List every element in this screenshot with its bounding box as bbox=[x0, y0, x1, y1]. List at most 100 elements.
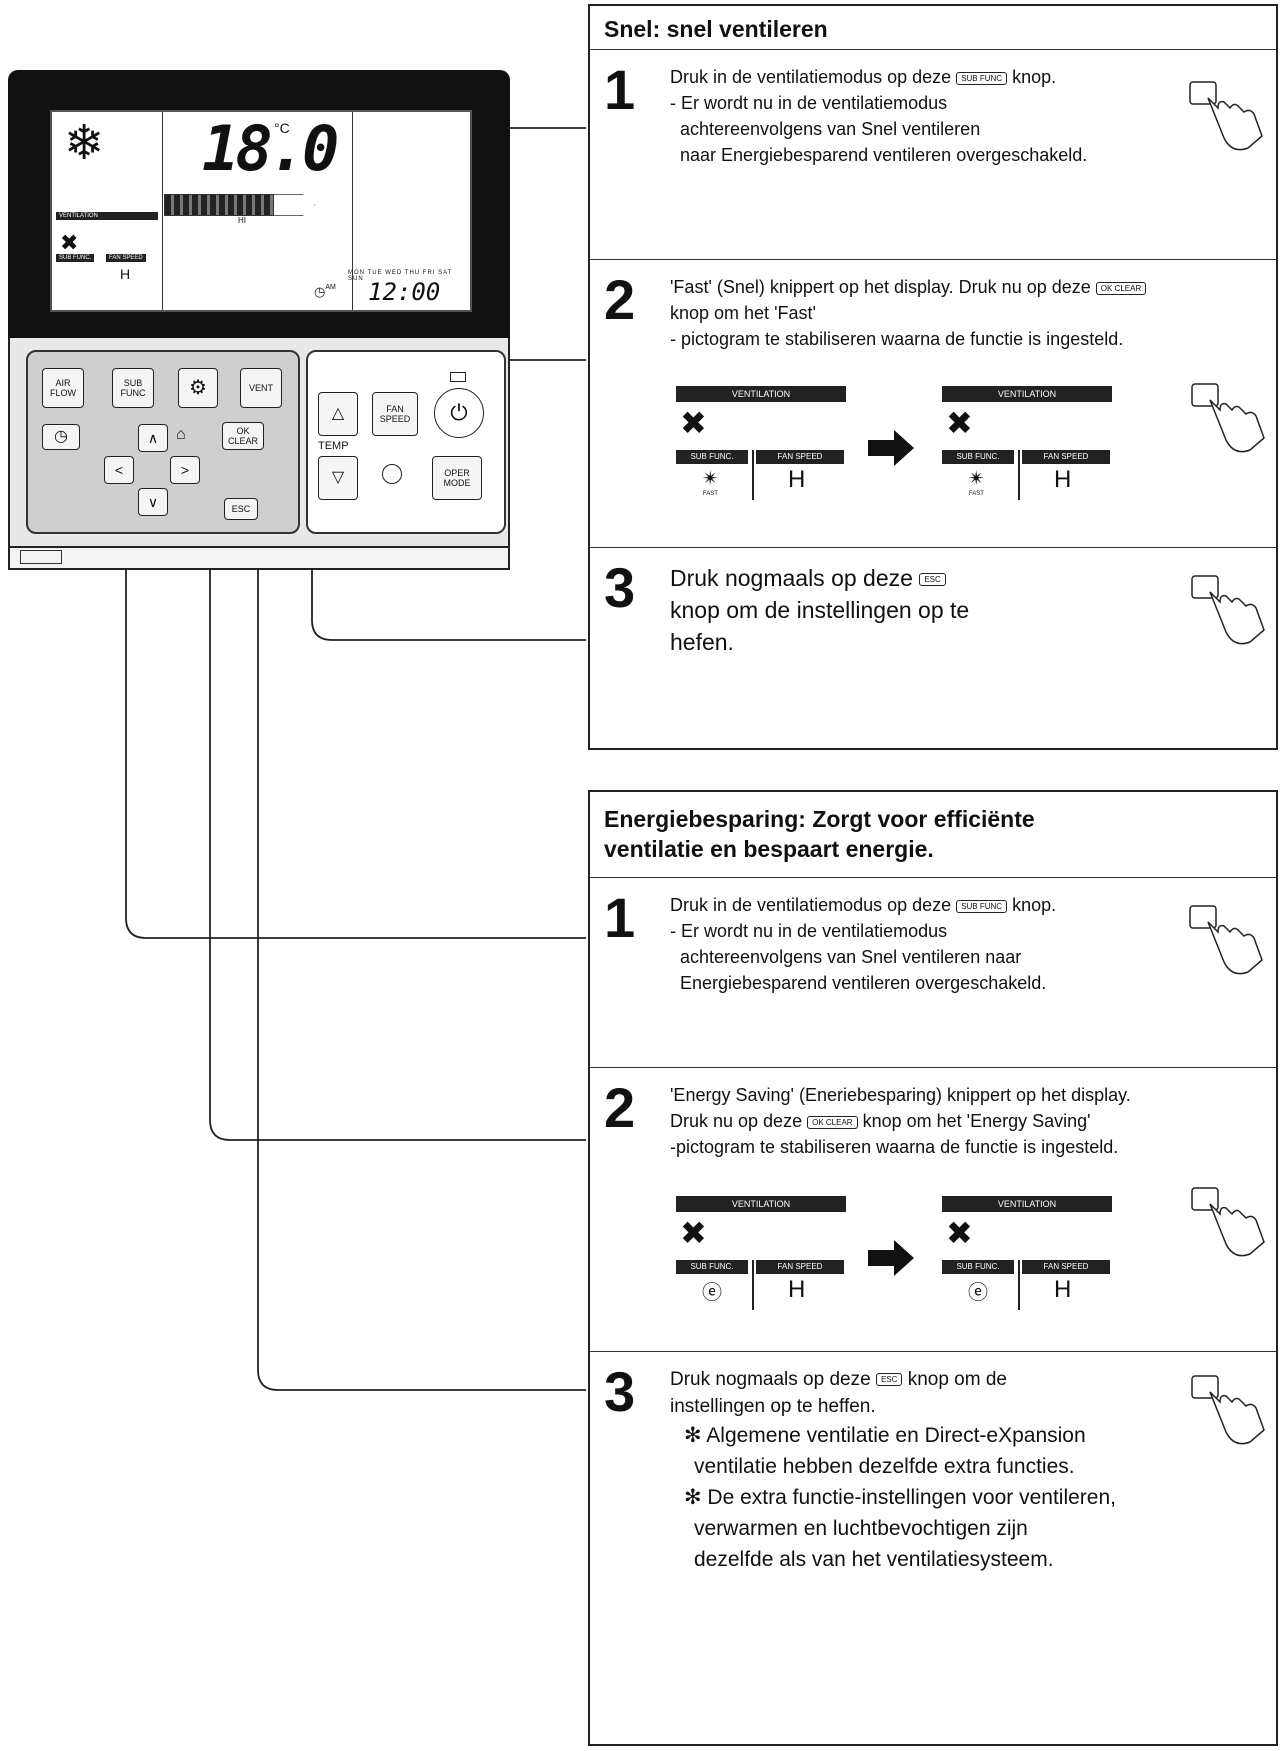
display-before: VENTILATION ✖ SUB FUNC. FAN SPEED ✴FAST … bbox=[676, 386, 846, 504]
step-number: 2 bbox=[604, 1076, 636, 1139]
lcd-cell-middle bbox=[162, 112, 353, 310]
sub-func-bar: SUB FUNC. bbox=[676, 1260, 748, 1274]
esc-mini-button: ESC bbox=[875, 1373, 903, 1387]
energy-step-3: 3 Druk nogmaals op deze ESC knop om de i… bbox=[590, 1352, 1276, 1744]
fan-speed-bar: FAN SPEED bbox=[756, 1260, 844, 1274]
step-line: knop. bbox=[1012, 895, 1057, 915]
divider bbox=[1018, 1260, 1020, 1310]
fast-icon: ✴FAST bbox=[968, 468, 985, 497]
section-title: Energiebesparing: Zorgt voor efficiënte … bbox=[590, 792, 1276, 878]
step-number: 1 bbox=[604, 886, 636, 949]
snowflake-icon: ❄ bbox=[64, 117, 105, 170]
fan-icon: ✖ bbox=[680, 405, 707, 441]
temp-label: TEMP bbox=[318, 440, 349, 452]
hand-press-icon bbox=[1191, 383, 1265, 453]
step-line: - pictogram te stabiliseren waarna de fu… bbox=[670, 329, 1124, 349]
timer-clock-button[interactable]: ◷ bbox=[42, 424, 80, 450]
arrow-right-icon bbox=[868, 430, 914, 466]
step-text: 'Fast' (Snel) knippert op het display. D… bbox=[670, 274, 1147, 352]
section-energy-saving: Energiebesparing: Zorgt voor efficiënte … bbox=[588, 790, 1278, 1746]
fan-speed-bar: FAN SPEED bbox=[1022, 450, 1110, 464]
clock-icon: ◷AM bbox=[314, 284, 336, 299]
remote-foot-notch bbox=[20, 550, 62, 564]
energy-step-2: 2 'Energy Saving' (Eneriebesparing) knip… bbox=[590, 1068, 1276, 1352]
note-line: verwarmen en luchtbevochtigen zijn bbox=[694, 1517, 1028, 1540]
remote-controller: ❄ 18.0 °C HI VENTILATION ✖ SUB FUNC. FAN… bbox=[8, 70, 510, 570]
ventilation-bar: VENTILATION bbox=[676, 386, 846, 402]
fan-speed-value: H bbox=[788, 466, 806, 493]
step-text: Druk in de ventilatiemodus op deze SUB F… bbox=[670, 64, 1087, 168]
sub-func-mini-button: SUB FUNC bbox=[956, 71, 1008, 85]
sub-func-bar: SUB FUNC. bbox=[942, 450, 1014, 464]
hand-press-icon bbox=[1189, 905, 1263, 975]
step-line: - Er wordt nu in de ventilatiemodus bbox=[670, 93, 948, 113]
air-flow-button[interactable]: AIR FLOW bbox=[42, 368, 84, 408]
step-text: Druk nogmaals op deze ESC knop om de ins… bbox=[670, 562, 969, 658]
fast-step-2: 2 'Fast' (Snel) knippert op het display.… bbox=[590, 260, 1276, 548]
step-line: knop om het 'Fast' bbox=[670, 303, 816, 323]
esc-button[interactable]: ESC bbox=[224, 498, 258, 520]
energy-saving-icon: ⓔ bbox=[968, 1282, 988, 1304]
step-line: knop. bbox=[1012, 67, 1057, 87]
gear-icon[interactable]: ⚙ bbox=[178, 368, 218, 408]
energy-saving-icon: ⓔ bbox=[702, 1282, 722, 1304]
vent-button[interactable]: VENT bbox=[240, 368, 282, 408]
step-line: knop om de instellingen op te bbox=[670, 597, 970, 623]
fan-speed-button[interactable]: FAN SPEED bbox=[372, 392, 418, 436]
lcd-time: 12:00 bbox=[368, 278, 441, 306]
step-number: 3 bbox=[604, 1360, 636, 1423]
fast-icon-blinking: ✴FAST bbox=[702, 468, 719, 497]
temp-up-button[interactable]: △ bbox=[318, 392, 358, 436]
lcd-fan-level-tip bbox=[274, 194, 315, 216]
step-line: 'Fast' (Snel) knippert op het display. D… bbox=[670, 277, 1091, 297]
left-arrow-button[interactable]: < bbox=[104, 456, 134, 484]
temp-down-button[interactable]: ▽ bbox=[318, 456, 358, 500]
step-line: achtereenvolgens van Snel ventileren naa… bbox=[680, 947, 1022, 967]
fan-speed-bar: FAN SPEED bbox=[756, 450, 844, 464]
arrow-right-icon bbox=[868, 1240, 914, 1276]
remote-foot bbox=[10, 546, 508, 568]
step-line: achtereenvolgens van Snel ventileren bbox=[680, 119, 981, 139]
sub-func-mini-button: SUB FUNC bbox=[956, 899, 1008, 913]
fan-icon: ✖ bbox=[680, 1215, 707, 1251]
lcd-days: MON TUE WED THU FRI SAT SUN bbox=[348, 270, 453, 282]
section-title-line: ventilatie en bespaart energie. bbox=[604, 836, 934, 862]
fan-speed-value: H bbox=[1054, 466, 1072, 493]
hand-press-icon bbox=[1191, 1187, 1265, 1257]
reset-dot-button[interactable] bbox=[382, 464, 402, 484]
down-arrow-button[interactable]: ∨ bbox=[138, 488, 168, 516]
lcd-ventilation-tag: VENTILATION bbox=[56, 212, 158, 220]
lcd-unit: °C bbox=[274, 120, 290, 136]
right-arrow-button[interactable]: > bbox=[170, 456, 200, 484]
step-line: Druk in de ventilatiemodus op deze bbox=[670, 67, 952, 87]
energy-step-1: 1 Druk in de ventilatiemodus op deze SUB… bbox=[590, 878, 1276, 1068]
ok-clear-mini-button: OK CLEAR bbox=[807, 1115, 858, 1129]
section-title: Snel: snel ventileren bbox=[590, 6, 1276, 50]
step-line: Druk nogmaals op deze bbox=[670, 1369, 871, 1390]
fan-speed-bar: FAN SPEED bbox=[1022, 1260, 1110, 1274]
fast-label: FAST bbox=[968, 491, 984, 497]
sub-func-button[interactable]: SUB FUNC bbox=[112, 368, 154, 408]
button-pad-right: △ TEMP ▽ FAN SPEED ⏻ OPER MODE bbox=[306, 350, 506, 534]
step-line: -pictogram te stabiliseren waarna de fun… bbox=[670, 1137, 1119, 1157]
step-line: Druk nu op deze bbox=[670, 1111, 803, 1131]
fast-step-1: 1 Druk in de ventilatiemodus op deze SUB… bbox=[590, 50, 1276, 260]
step-number: 3 bbox=[604, 556, 636, 619]
ok-clear-button[interactable]: OK CLEAR bbox=[222, 422, 264, 450]
up-arrow-button[interactable]: ∧ bbox=[138, 424, 168, 452]
step-text: Druk in de ventilatiemodus op deze SUB F… bbox=[670, 892, 1056, 996]
fan-icon: ✖ bbox=[946, 405, 973, 441]
step-line: 'Energy Saving' (Eneriebesparing) knippe… bbox=[670, 1085, 1131, 1105]
oper-mode-button[interactable]: OPER MODE bbox=[432, 456, 482, 500]
button-pad-left: AIR FLOW SUB FUNC ⚙ VENT ◷ ∧ < > ∨ ⌂ OK … bbox=[26, 350, 300, 534]
power-icon[interactable]: ⏻ bbox=[434, 388, 484, 438]
ok-clear-mini-button: OK CLEAR bbox=[1095, 281, 1147, 295]
step-line: knop om het 'Energy Saving' bbox=[862, 1111, 1091, 1131]
esc-mini-button: ESC bbox=[919, 573, 946, 587]
display-after: VENTILATION ✖ SUB FUNC. FAN SPEED ✴FAST … bbox=[942, 386, 1112, 504]
lcd-subfunc-tag: SUB FUNC. bbox=[56, 254, 95, 262]
remote-bottom-housing: AIR FLOW SUB FUNC ⚙ VENT ◷ ∧ < > ∨ ⌂ OK … bbox=[8, 338, 510, 570]
display-before: VENTILATION ✖ SUB FUNC. FAN SPEED ⓔ H bbox=[676, 1196, 846, 1314]
fan-icon: ✖ bbox=[60, 230, 79, 255]
step-text: Druk nogmaals op deze ESC knop om de ins… bbox=[670, 1366, 1116, 1575]
